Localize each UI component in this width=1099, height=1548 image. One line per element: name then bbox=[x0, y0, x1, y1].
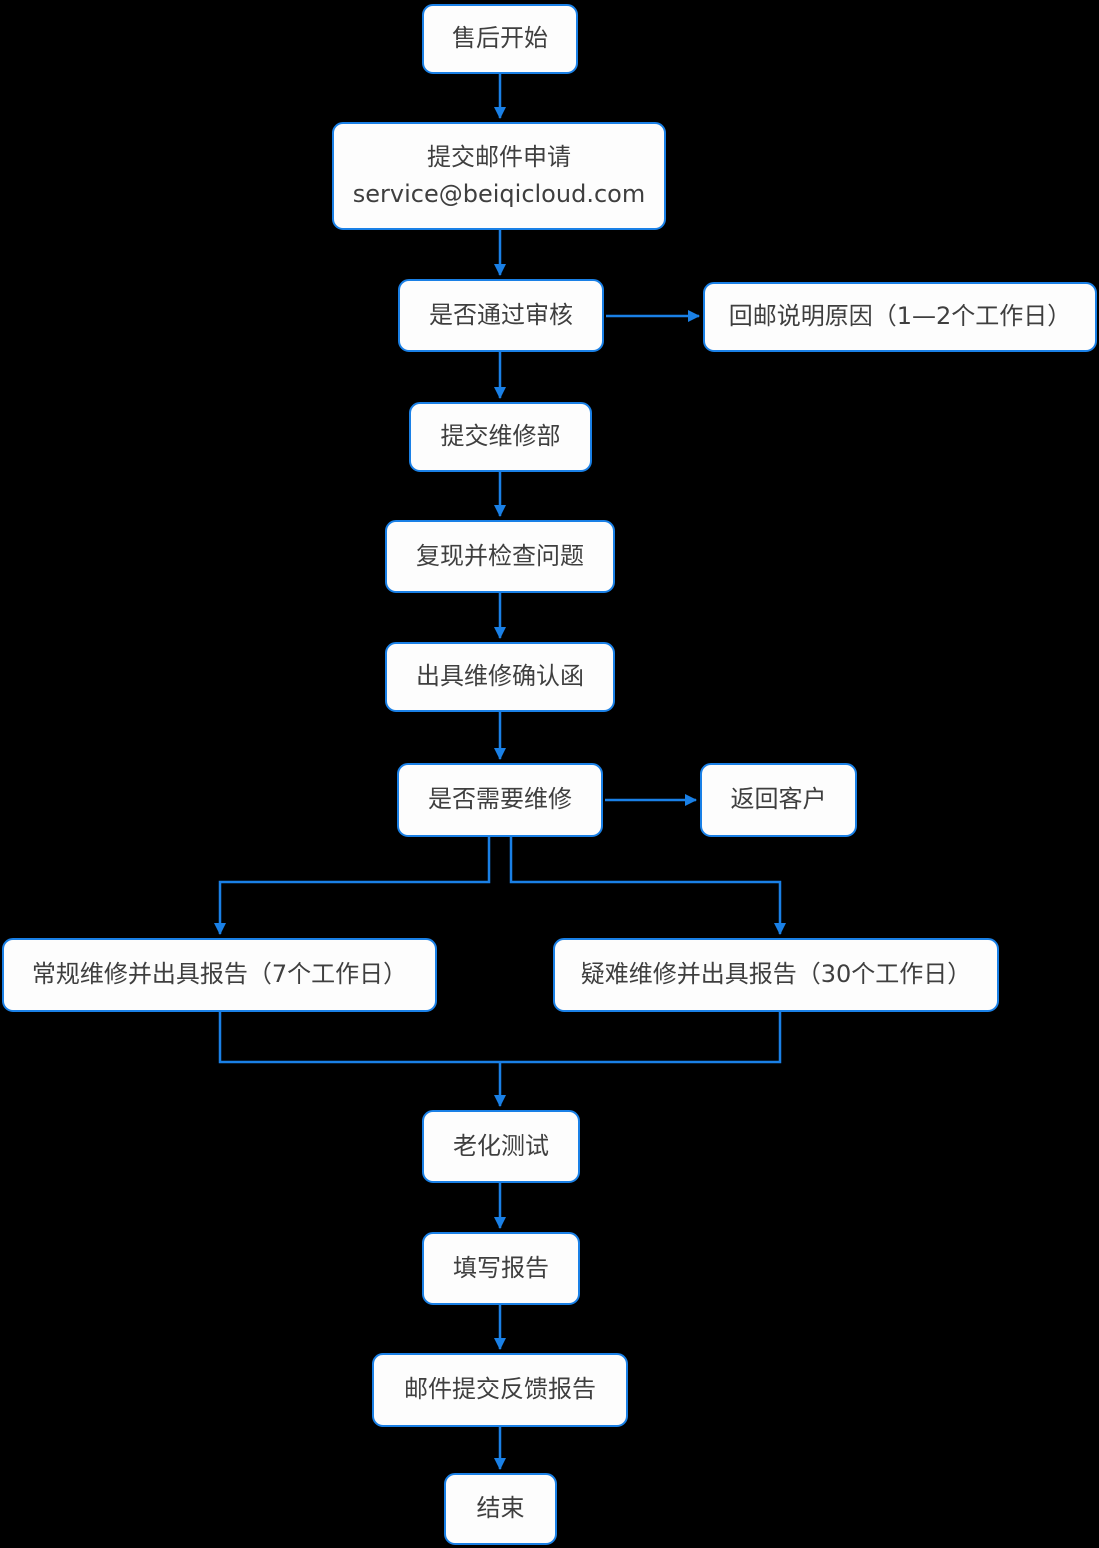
node-regular-repair: 常规维修并出具报告（7个工作日） bbox=[2, 938, 437, 1012]
node-reply-reason-label: 回邮说明原因（1—2个工作日） bbox=[728, 302, 1072, 331]
node-return-customer-label: 返回客户 bbox=[730, 785, 827, 814]
node-end: 结束 bbox=[444, 1473, 557, 1545]
node-submit-email-address: service@beiqicloud.com bbox=[352, 180, 646, 208]
node-confirm-letter: 出具维修确认函 bbox=[385, 642, 615, 712]
node-submit-email: 提交邮件申请 service@beiqicloud.com bbox=[332, 122, 666, 230]
node-fill-report: 填写报告 bbox=[422, 1232, 580, 1305]
node-return-customer: 返回客户 bbox=[700, 763, 857, 837]
node-email-feedback: 邮件提交反馈报告 bbox=[372, 1353, 628, 1427]
node-difficult-repair: 疑难维修并出具报告（30个工作日） bbox=[553, 938, 999, 1012]
node-need-repair-label: 是否需要维修 bbox=[428, 785, 572, 814]
node-email-feedback-label: 邮件提交反馈报告 bbox=[404, 1375, 596, 1404]
node-confirm-letter-label: 出具维修确认函 bbox=[416, 662, 584, 691]
edge-need-repair-to-difficult-repair bbox=[509, 837, 786, 935]
edge-need-repair-to-regular-repair bbox=[214, 837, 491, 935]
node-end-label: 结束 bbox=[476, 1494, 525, 1523]
node-reproduce-check: 复现并检查问题 bbox=[385, 520, 615, 593]
node-aging-test: 老化测试 bbox=[422, 1110, 580, 1183]
node-reply-reason: 回邮说明原因（1—2个工作日） bbox=[703, 282, 1097, 352]
node-start-label: 售后开始 bbox=[452, 24, 548, 53]
node-submit-repair-dept: 提交维修部 bbox=[409, 402, 592, 472]
node-start: 售后开始 bbox=[422, 4, 578, 74]
node-submit-email-label: 提交邮件申请 bbox=[427, 142, 571, 171]
node-fill-report-label: 填写报告 bbox=[453, 1253, 549, 1282]
node-difficult-repair-label: 疑难维修并出具报告（30个工作日） bbox=[580, 960, 972, 989]
node-review-label: 是否通过审核 bbox=[429, 300, 573, 329]
node-regular-repair-label: 常规维修并出具报告（7个工作日） bbox=[31, 960, 408, 989]
node-submit-repair-label: 提交维修部 bbox=[440, 422, 561, 451]
node-need-repair-decision: 是否需要维修 bbox=[397, 763, 603, 837]
node-aging-test-label: 老化测试 bbox=[453, 1131, 549, 1160]
edge-merge-repair-branches bbox=[218, 1012, 782, 1064]
node-reproduce-label: 复现并检查问题 bbox=[416, 541, 584, 570]
node-review-decision: 是否通过审核 bbox=[398, 279, 604, 352]
